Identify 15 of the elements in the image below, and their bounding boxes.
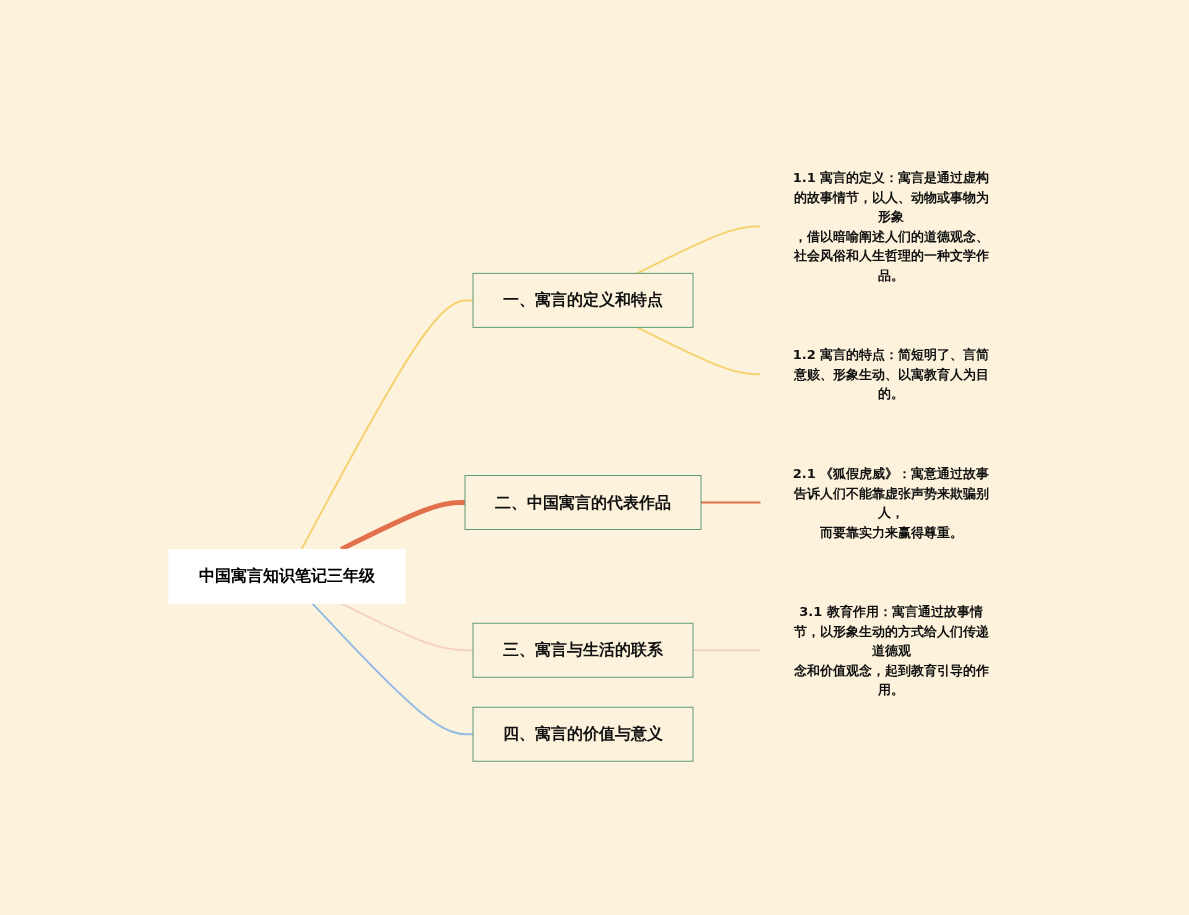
connector [699, 501, 762, 504]
node-box [464, 475, 701, 531]
node-box [472, 623, 693, 679]
connector [635, 326, 762, 376]
connector [300, 299, 474, 551]
connector [310, 602, 474, 736]
node-text: 3.1 教育作用：寓言通过故事情节，以形象生动的方式给人们传递道德观念和价值观念，起到教育引导的作用。 [793, 603, 988, 697]
node-text: 2.1 《狐假虎威》：寓意通过故事告诉人们不能靠虚张声势来欺骗别人，而要靠实力来赢得尊重。 [792, 465, 989, 540]
node-box [472, 707, 693, 763]
node-box [168, 549, 405, 605]
connector [691, 649, 762, 652]
node-box [472, 273, 693, 329]
connector [635, 225, 762, 275]
node-text: 1.2 寓言的特点：简短明了、言简意赅、形象生动、以寓教育人为目的。 [792, 347, 989, 402]
node-text: 1.1 寓言的定义：寓言是通过虚构的故事情节，以人、动物或事物为形象，借以暗喻阐述人们的道德观念、社会风俗和人生哲理的一种文学作品。 [792, 170, 989, 283]
